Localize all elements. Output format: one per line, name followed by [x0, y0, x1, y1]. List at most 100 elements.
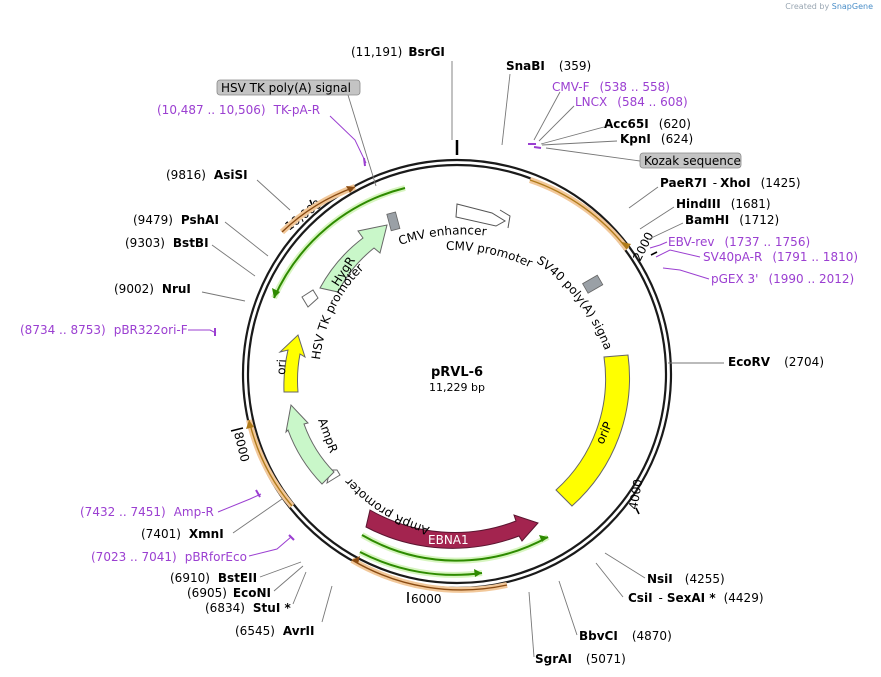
hsv-tk-polya-block — [386, 211, 401, 232]
site-bsteii[interactable]: (6910)BstEII — [170, 571, 257, 585]
primer-leader-pbrforeco — [248, 536, 292, 557]
site-econi[interactable]: (6905)EcoNI — [187, 586, 271, 600]
ori-arrow — [278, 334, 306, 393]
leader-bstbi — [211, 244, 256, 277]
leader-xmni — [232, 498, 283, 534]
leader-econi — [273, 565, 304, 592]
ampr-label: AmpR — [315, 416, 340, 454]
orf-arrow-6-head — [474, 569, 482, 577]
snapgene-watermark: Created by SnapGene — [785, 2, 873, 11]
site-kpni[interactable]: KpnI(624) — [620, 132, 693, 146]
plasmid-name: pRVL-6 — [431, 365, 483, 380]
orf-arrow-6 — [359, 551, 483, 576]
watermark-prefix: Created by — [785, 2, 830, 11]
site-pshai[interactable]: (9479)PshAI — [133, 213, 219, 227]
leader-hindiii — [639, 206, 675, 230]
orf-arrow-3-head — [346, 186, 355, 193]
watermark-brand: SnapGene — [831, 2, 873, 11]
orf-arrow-5 — [361, 534, 549, 562]
ori-label: ori — [274, 359, 289, 375]
primer-ebvrev[interactable]: EBV-rev(1737 .. 1756) — [668, 235, 810, 249]
site-bstbi[interactable]: (9303)BstBI — [125, 236, 209, 250]
leader-csii — [595, 562, 624, 598]
site-acc65i[interactable]: Acc65I(620) — [604, 117, 691, 131]
leader-snabi — [501, 73, 511, 146]
site-hindiii[interactable]: HindIII(1681) — [676, 197, 771, 211]
site-csii-sexai[interactable]: CsiI-SexAI *(4429) — [628, 591, 764, 605]
leader-lncx — [538, 105, 575, 142]
ebna1-arrow — [365, 509, 539, 549]
leader-stui — [292, 571, 307, 605]
site-avrii[interactable]: (6545)AvrII — [235, 624, 314, 638]
primer-leader-pbr322 — [188, 329, 217, 334]
site-bamhi[interactable]: BamHI(1712) — [685, 213, 779, 227]
orip-block — [555, 354, 630, 507]
orf-arrows — [246, 177, 631, 593]
tick-2000-mark — [650, 251, 658, 256]
leader-pshai — [224, 221, 269, 257]
primer-ampr[interactable]: (7432 .. 7451)Amp-R — [80, 505, 214, 519]
primer-pbrforeco[interactable]: (7023 .. 7041)pBRforEco — [91, 550, 247, 564]
primer-leader-ebvrev — [649, 241, 668, 249]
orf-arrow-7 — [351, 559, 508, 591]
site-ecorv[interactable]: EcoRV(2704) — [728, 355, 824, 369]
site-nsii[interactable]: NsiI(4255) — [647, 572, 725, 586]
site-sgrai[interactable]: SgrAI(5071) — [535, 652, 626, 666]
site-snabi[interactable]: SnaBI(359) — [506, 59, 591, 73]
orf-arrow-7-head — [352, 556, 360, 564]
leader-cmvf — [533, 91, 561, 141]
primer-mark-lncx — [533, 146, 542, 149]
kozak-box-bg — [639, 152, 742, 169]
primer-leader-tkpar — [329, 115, 367, 164]
site-paer7i-xhoi[interactable]: PaeR7I-XhoI(1425) — [660, 176, 801, 190]
site-stui[interactable]: (6834)StuI * — [205, 601, 291, 615]
leader-avrii — [321, 585, 333, 623]
ebna1-label: EBNA1 — [428, 533, 469, 547]
orf-arrow-2-head — [246, 420, 254, 429]
leader-kozak — [545, 147, 641, 162]
primer-pbr322orif[interactable]: (8734 .. 8753)pBR322ori-F — [20, 323, 188, 337]
primer-mark-tkpar — [363, 157, 366, 167]
kozak-label: Kozak sequence — [644, 154, 741, 168]
restriction-sites: (11,191)BsrGI SnaBI(359) Acc65I(620) Kpn… — [114, 45, 824, 666]
site-asisi[interactable]: (9816)AsiSI — [166, 168, 248, 182]
leader-acc65i — [540, 126, 605, 145]
primer-leader-sv40par — [655, 249, 701, 258]
site-bsrgi[interactable]: (11,191)BsrGI — [351, 45, 445, 59]
orf-arrow-1-halo — [529, 177, 630, 251]
hsv-tk-polya-label: HSV TK poly(A) signal — [221, 81, 351, 95]
orf-arrow-1 — [529, 179, 628, 250]
cmv-enhancer-label: CMV enhancer — [397, 223, 488, 248]
hsv-tk-polya-box[interactable]: HSV TK poly(A) signal — [216, 79, 361, 96]
site-xmni[interactable]: (7401)XmnI — [141, 527, 224, 541]
cmv-promoter-arrow — [499, 209, 511, 229]
leader-asisi — [256, 179, 291, 211]
orf-arrow-4-head — [272, 288, 280, 298]
primer-lncx[interactable]: LNCX(584 .. 608) — [575, 95, 688, 109]
tick-4000-label: 4000 — [626, 478, 645, 511]
ampr-arrow — [285, 403, 335, 485]
primer-sv40par[interactable]: SV40pA-R(1791 .. 1810) — [703, 250, 858, 264]
primer-tkpar[interactable]: (10,487 .. 10,506)TK-pA-R — [157, 103, 320, 117]
primer-pgex[interactable]: pGEX 3'(1990 .. 2012) — [711, 272, 854, 286]
plasmid-size: 11,229 bp — [429, 381, 485, 394]
primer-cmvf[interactable]: CMV-F(538 .. 558) — [552, 80, 670, 94]
cmv-enhancer-arrow — [455, 203, 506, 227]
site-nrui[interactable]: (9002)NruI — [114, 282, 191, 296]
feature-track — [278, 203, 630, 549]
primer-mark-pbrforeco — [288, 534, 295, 541]
leader-kpni — [541, 140, 618, 146]
tick-2000-label: 2000 — [630, 230, 656, 264]
primer-leaders — [188, 115, 710, 557]
orf-arrow-4 — [273, 187, 406, 299]
hsv-tk-promoter-arrow — [301, 289, 319, 308]
orf-arrow-2 — [248, 419, 293, 507]
cmv-promoter-label: CMV promoter — [446, 239, 535, 270]
leader-bamhi — [646, 222, 684, 241]
hygr-arrow — [319, 224, 388, 293]
leader-sgrai — [528, 591, 535, 658]
kozak-box[interactable]: Kozak sequence — [639, 152, 742, 169]
primer-leader-ampr — [217, 493, 262, 513]
site-bbvci[interactable]: BbvCI(4870) — [579, 629, 672, 643]
